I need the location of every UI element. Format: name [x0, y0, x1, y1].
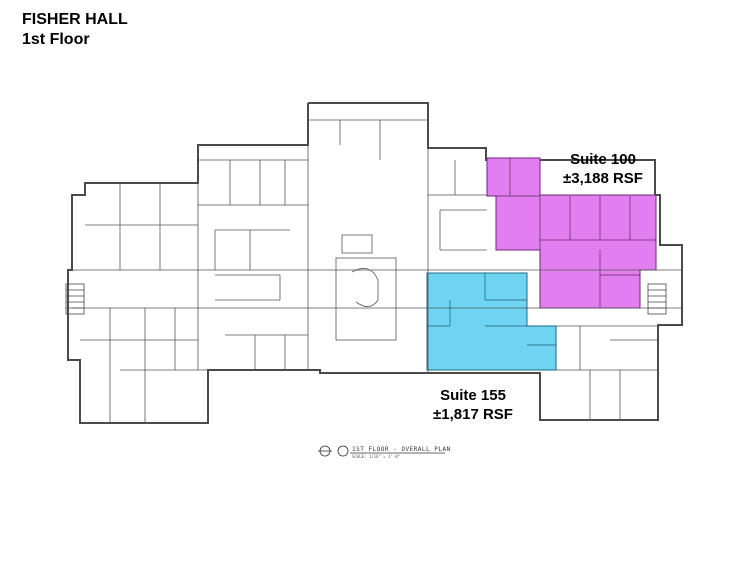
plan-legend — [318, 445, 445, 457]
suite-100-walls — [487, 158, 656, 308]
suite-155-walls — [427, 273, 556, 346]
suite-155-label[interactable]: Suite 155 ±1,817 RSF — [423, 386, 523, 424]
suite-155-area[interactable] — [426, 272, 557, 371]
stairs — [65, 283, 667, 315]
floor-name: 1st Floor — [22, 31, 90, 48]
suite-155-name: Suite 155 — [440, 387, 506, 404]
plan-caption: 1ST FLOOR - OVERALL PLAN — [352, 446, 451, 453]
suite-100-label[interactable]: Suite 100 ±3,188 RSF — [548, 150, 658, 188]
suite-100-area: ±3,188 RSF — [563, 170, 643, 187]
building-name: FISHER HALL — [22, 11, 128, 28]
plan-scale: SCALE: 1/16" = 1'-0" — [352, 454, 401, 459]
interior-walls — [72, 119, 682, 423]
suite-155-area: ±1,817 RSF — [433, 406, 513, 423]
page-title: FISHER HALL 1st Floor — [22, 10, 128, 50]
building-outline — [67, 102, 683, 424]
suite-100-name: Suite 100 — [570, 151, 636, 168]
